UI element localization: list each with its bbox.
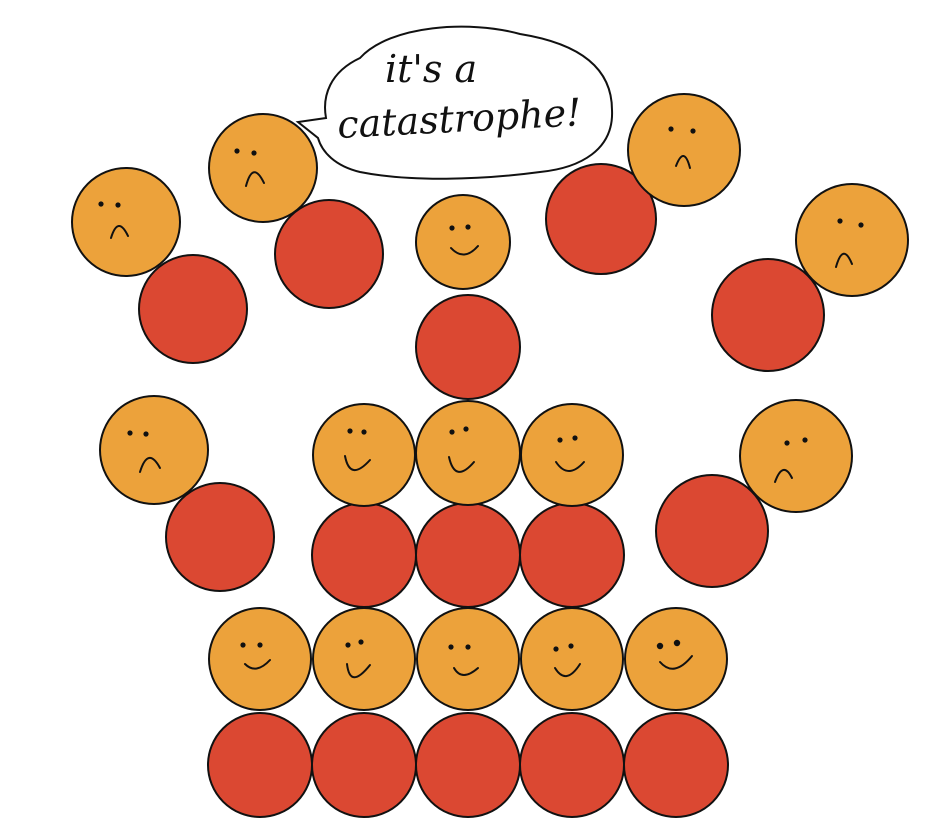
sad-face: [774, 437, 808, 483]
orange-circle: [312, 607, 416, 711]
happy-face: [555, 435, 585, 472]
orange-circle: [795, 183, 909, 297]
orange-circle: [71, 167, 181, 277]
red-circle: [655, 474, 769, 588]
outer-pair-left-lower: [99, 395, 275, 592]
red-circle: [623, 712, 729, 818]
orange-circle: [624, 607, 728, 711]
red-circle: [274, 199, 384, 309]
orange-circle: [520, 607, 624, 711]
red-circle: [519, 502, 625, 608]
red-circle: [311, 502, 417, 608]
speech-bubble: it's a catastrophe!: [295, 25, 614, 180]
red-circle: [519, 712, 625, 818]
orange-circle: [415, 400, 521, 506]
orange-circle: [739, 399, 853, 513]
orange-circle: [520, 403, 624, 507]
happy-face: [449, 224, 479, 256]
happy-face: [344, 428, 371, 471]
red-circle: [711, 258, 825, 372]
orange-circle: [312, 403, 416, 507]
sad-face: [127, 430, 161, 473]
pyramid-group: [207, 194, 729, 818]
sad-face: [835, 218, 864, 268]
happy-face: [448, 644, 479, 676]
happy-face: [240, 642, 271, 670]
red-circle: [138, 254, 248, 364]
outer-pair-left-top: [71, 167, 248, 364]
happy-face: [448, 426, 475, 473]
orange-circle: [415, 194, 511, 290]
orange-circle: [416, 607, 520, 711]
outer-pair-left-upper: [208, 113, 384, 309]
sad-face: [98, 201, 129, 239]
red-circle: [165, 482, 275, 592]
speech-bubble-line-1: it's a: [385, 47, 477, 91]
red-circle: [415, 712, 521, 818]
orange-circle: [208, 607, 312, 711]
outer-pair-right-lower: [655, 399, 853, 588]
sad-face: [668, 126, 696, 169]
red-circle: [311, 712, 417, 818]
red-circle: [415, 294, 521, 400]
happy-face: [345, 639, 371, 679]
red-circle: [415, 502, 521, 608]
happy-face: [656, 639, 693, 670]
outer-pair-right-upper: [545, 93, 741, 275]
orange-circle: [99, 395, 209, 505]
outer-pair-right-top: [711, 183, 909, 372]
happy-face: [553, 643, 581, 677]
orange-circle: [627, 93, 741, 207]
red-circle: [545, 163, 657, 275]
sad-face: [234, 148, 265, 187]
orange-circle: [208, 113, 318, 223]
pyramid-top-figure: [415, 194, 521, 400]
red-circle: [207, 712, 313, 818]
speech-bubble-outline: [295, 25, 614, 180]
